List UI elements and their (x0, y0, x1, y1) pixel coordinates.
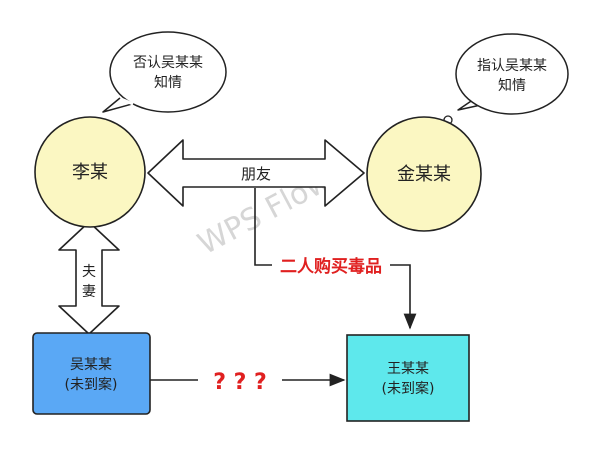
node-jin: 金某某 (366, 116, 482, 232)
node-wu-line1: 吴某某 (70, 357, 112, 373)
node-wang: 王某某 (未到案) (346, 334, 470, 422)
node-jin-label: 金某某 (397, 164, 451, 185)
node-wang-line2: (未到案) (382, 380, 435, 397)
friends-double-arrow (147, 139, 365, 207)
bubble-left-line2: 知情 (154, 74, 182, 91)
bubble-right-line2: 知情 (498, 77, 526, 94)
bubble-right-line1: 指认吴某某 (477, 58, 547, 74)
spouse-label-2: 妻 (82, 284, 96, 300)
node-wu: 吴某某 (未到案) (32, 332, 151, 415)
node-wu-line2: (未到案) (65, 376, 118, 393)
spouse-label-1: 夫 (82, 264, 96, 280)
thought-bubble-right: 指认吴某某 知情 (443, 33, 569, 125)
unknown-label: ? ? ? (213, 370, 267, 395)
node-wang-line1: 王某某 (387, 361, 429, 377)
bubble-left-line1: 否认吴某某 (133, 55, 203, 71)
node-li: 李某 (34, 116, 146, 228)
node-li-label: 李某 (72, 162, 108, 183)
thought-bubble-left: 否认吴某某 知情 (90, 31, 227, 133)
friends-label: 朋友 (241, 165, 271, 183)
drugs-label: 二人购买毒品 (280, 256, 382, 277)
